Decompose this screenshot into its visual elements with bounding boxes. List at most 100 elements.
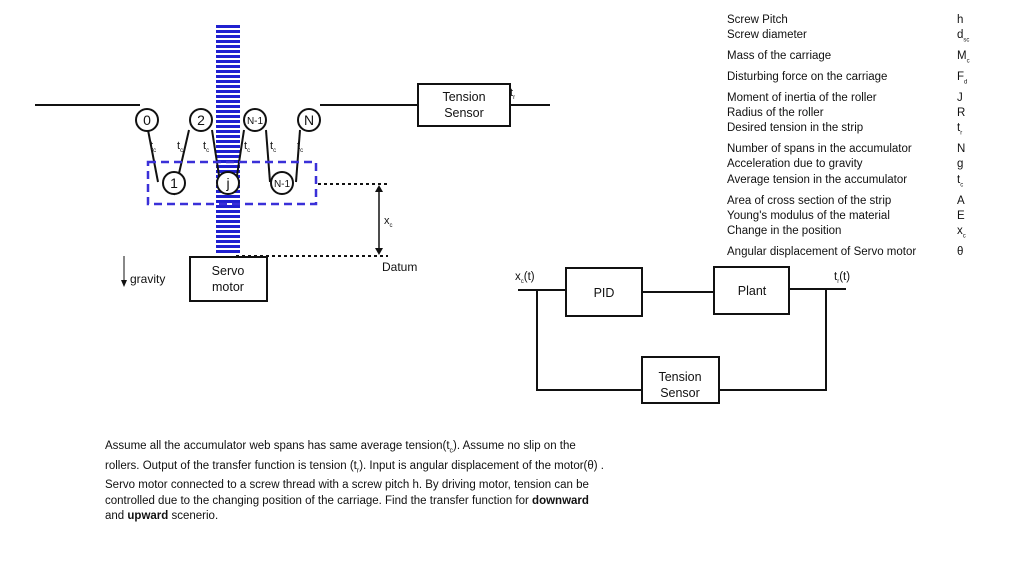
parameter-symbol: θ [957, 246, 964, 259]
span-tension-label: tc [297, 140, 303, 154]
parameter-symbol: h [957, 14, 964, 26]
span-tension-label: tc [150, 140, 156, 154]
span-tension-label: tc [177, 140, 183, 154]
roller-top-2 [189, 108, 213, 132]
roller-label: N-1 [274, 179, 291, 190]
parameter-row: Acceleration due to gravity g [727, 157, 977, 172]
roller-label: 2 [197, 112, 205, 128]
roller-label: 1 [170, 175, 178, 191]
plant-block [713, 266, 790, 315]
span-tension-label: tc [244, 140, 250, 154]
roller-label: 0 [143, 112, 151, 128]
servo-motor-box [189, 256, 268, 302]
span-line [235, 129, 245, 183]
span-line [147, 129, 159, 183]
screw-thread-stripe [216, 35, 240, 38]
screw-thread-stripe [216, 210, 240, 213]
parameter-name: Desired tension in the strip [727, 122, 864, 135]
input-signal-label: xc(t) [515, 271, 535, 285]
parameter-name: Area of cross section of the strip [727, 194, 892, 207]
screw-thread-stripe [216, 80, 240, 83]
parameter-row: Average tension in the accumulator tc [727, 173, 977, 194]
parameter-name: Change in the position [727, 225, 842, 238]
screw-thread-stripe [216, 120, 240, 123]
screw-thread-stripe [216, 225, 240, 228]
parameter-name: Acceleration due to gravity [727, 158, 863, 171]
parameter-symbol: dsc [957, 29, 970, 44]
screw-thread-stripe [216, 100, 240, 103]
parameter-symbol: Mc [957, 50, 970, 65]
roller-bottom-1 [162, 171, 186, 195]
roller-label: j [225, 175, 229, 191]
screw-thread-stripe [216, 65, 240, 68]
roller-top-n-1 [243, 108, 267, 132]
parameter-symbol: E [957, 209, 965, 222]
screw-thread-stripe [216, 70, 240, 73]
span-line [295, 129, 301, 183]
parameter-symbol: J [957, 91, 963, 104]
screw-thread-stripe [216, 45, 240, 48]
screw-thread-stripe [216, 205, 240, 208]
arrow-head [375, 248, 383, 255]
pid-label: PID [594, 286, 615, 300]
screw-thread-stripe [216, 220, 240, 223]
parameter-name: Radius of the roller [727, 106, 824, 119]
parameter-name: Screw Pitch [727, 14, 788, 26]
screw-thread-stripe [216, 145, 240, 148]
screw-thread-stripe [216, 55, 240, 58]
plant-label: Plant [738, 284, 767, 298]
span-line [265, 129, 271, 183]
span-line [211, 129, 221, 183]
screw-thread-stripe [216, 75, 240, 78]
parameter-row: Change in the position xc [727, 224, 977, 245]
screw-thread-stripe [216, 240, 240, 243]
parameter-row: Screw Pitch h [727, 13, 977, 28]
screw-thread-stripe [216, 140, 240, 143]
screw-thread-stripe [216, 165, 240, 168]
pid-block [565, 267, 643, 317]
datum-label: Datum [382, 260, 417, 274]
problem-description: Assume all the accumulator web spans has… [105, 440, 605, 523]
parameter-name: Disturbing force on the carriage [727, 70, 888, 83]
parameter-name: Angular displacement of Servo motor [727, 246, 917, 259]
roller-label: N-1 [247, 116, 264, 127]
parameter-symbol: xc [957, 225, 966, 240]
roller-label: N [304, 112, 314, 128]
parameter-symbol: A [957, 194, 965, 207]
screw-thread-stripe [216, 95, 240, 98]
parameter-symbol: tc [957, 173, 964, 189]
parameter-row: Mass of the carriage Mc [727, 49, 977, 70]
displacement-label: xc [384, 215, 393, 229]
downward-keyword: downward [532, 494, 589, 507]
roller-bottom-j [216, 171, 240, 195]
screw-thread-stripe [216, 60, 240, 63]
parameter-name: Young's modulus of the material [727, 209, 890, 222]
parameter-row: Area of cross section of the strip A [727, 194, 977, 209]
parameter-symbol: g [957, 158, 964, 171]
screw-thread-stripe [216, 115, 240, 118]
tension-sensor-box [417, 83, 511, 127]
feedback-sensor-block [641, 356, 720, 404]
roller-top-n [297, 108, 321, 132]
parameter-name: Average tension in the accumulator [727, 173, 908, 186]
screw-thread-stripe [216, 85, 240, 88]
carriage [146, 160, 318, 206]
screw-thread-stripe [216, 230, 240, 233]
output-tension-label: tr [510, 87, 515, 101]
screw-thread-stripe [216, 105, 240, 108]
screw-thread-stripe [216, 135, 240, 138]
roller-top-0 [135, 108, 159, 132]
screw-thread-stripe [216, 90, 240, 93]
parameter-name: Mass of the carriage [727, 50, 832, 63]
span-tension-label: tc [203, 140, 209, 154]
screw-thread-stripe [216, 235, 240, 238]
roller-bottom-n-1 [270, 171, 294, 195]
screw-thread-stripe [216, 110, 240, 113]
